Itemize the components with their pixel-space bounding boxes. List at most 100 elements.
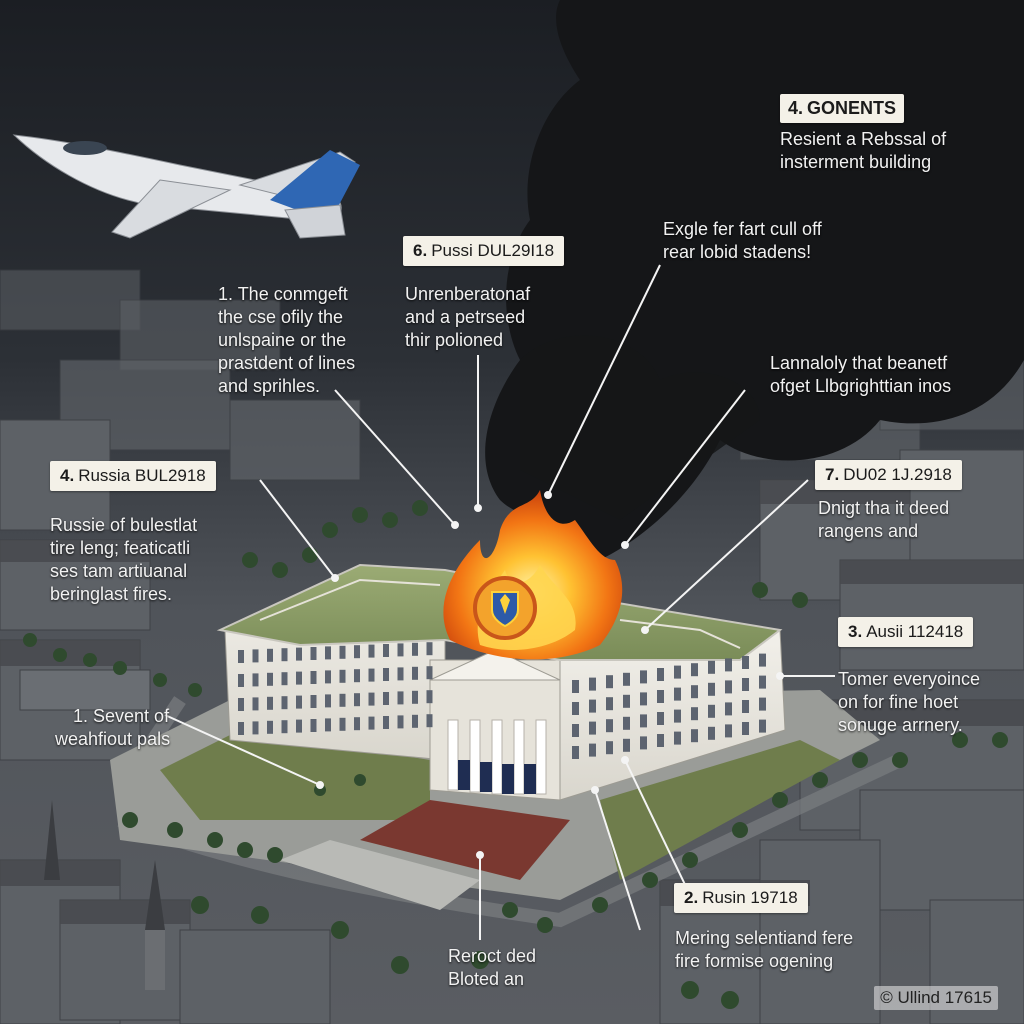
header-subtitle-line: Resient a Rebssal of (780, 129, 947, 149)
window (623, 738, 630, 752)
label-2: 2.Rusin 19718 (674, 883, 808, 913)
note-line: thir polioned (405, 330, 504, 350)
window (238, 650, 244, 663)
window (412, 690, 418, 704)
label-3: 3.Ausii 112418 (838, 617, 974, 647)
note-line: ofget Llbgrighttian inos (770, 376, 952, 396)
window (623, 716, 630, 730)
note-line: Lannaloly that beanetf (770, 353, 948, 373)
window (252, 697, 259, 711)
note-line: Mering selentiand fere (675, 928, 854, 948)
leader-line (334, 389, 456, 526)
window (267, 672, 273, 686)
note-line: 1. Sevent of (73, 706, 170, 726)
window (252, 649, 259, 663)
window (657, 712, 664, 725)
window (426, 714, 433, 728)
label-text: Russia BUL2918 (78, 466, 206, 485)
trees (23, 500, 1008, 1009)
window (759, 719, 766, 733)
window (383, 668, 389, 681)
window (691, 685, 698, 699)
header-number: 4. (788, 98, 804, 118)
window (267, 696, 273, 710)
window (310, 719, 317, 732)
leader-dot (544, 491, 552, 499)
window (310, 695, 317, 708)
window (674, 665, 681, 679)
note-russie: Russie of bulestlat tire leng; featicatl… (50, 514, 197, 606)
window (412, 714, 418, 728)
window (397, 667, 404, 681)
note-line: and sprihles. (218, 376, 321, 396)
label-text: DU02 1J.2918 (843, 465, 952, 484)
window (725, 658, 732, 672)
window (426, 666, 433, 680)
leader-dot (621, 756, 629, 764)
window (426, 690, 433, 704)
note-explode: Exgle fer fart cull off rear lobid stade… (663, 218, 822, 264)
window (623, 694, 630, 708)
window (623, 672, 630, 686)
window (310, 671, 317, 684)
smoke-plume (485, 0, 1024, 560)
window (674, 731, 681, 745)
window (383, 716, 389, 729)
label-text: Pussi DUL29I18 (431, 241, 555, 260)
jet-aircraft-icon (12, 134, 360, 239)
window (742, 700, 749, 713)
window (397, 643, 404, 657)
header-title: GONENTS (807, 98, 897, 118)
leader-dot (621, 541, 629, 549)
window (296, 695, 302, 709)
window (397, 715, 404, 729)
note-line: Tomer everyoince (838, 669, 981, 689)
window (412, 666, 418, 680)
window (640, 692, 647, 706)
window (572, 746, 579, 759)
coat-of-arms-icon (473, 576, 537, 640)
window (657, 690, 664, 703)
window (267, 648, 273, 662)
leader-line (624, 759, 691, 896)
window (383, 692, 389, 705)
church-spire (44, 800, 165, 990)
window (708, 682, 715, 696)
building-windows (238, 642, 766, 759)
window (725, 702, 732, 716)
window (281, 648, 288, 662)
window (310, 647, 317, 660)
window (742, 656, 749, 669)
note-line: beringlast fires. (50, 584, 173, 604)
window (368, 716, 375, 730)
window (759, 675, 766, 689)
window (674, 709, 681, 723)
window (708, 726, 715, 740)
window (674, 687, 681, 701)
leader-line (259, 479, 336, 579)
header-title-box: 4.GONENTS (780, 94, 905, 123)
window (589, 721, 596, 735)
window (368, 668, 375, 682)
note-line: sonuge arrnery. (838, 715, 963, 735)
label-4: 4.Russia BUL2918 (50, 461, 216, 491)
window (339, 717, 346, 731)
window (742, 722, 749, 735)
window (640, 736, 647, 750)
window (725, 724, 732, 738)
note-line: Unrenberatonaf (405, 284, 531, 304)
window (606, 675, 613, 689)
note-line: Exgle fer fart cull off (663, 219, 822, 239)
note-dnigt: Dnigt tha it deed rangens and (818, 497, 949, 543)
note-line: weahfiout pals (55, 729, 171, 749)
note-line: unlspaine or the (218, 330, 347, 350)
leader-line (164, 714, 321, 786)
window (589, 699, 596, 713)
window (296, 647, 302, 661)
window (368, 644, 375, 658)
note-center: Unrenberatonaf and a petrseed thir polio… (405, 283, 530, 352)
window (708, 660, 715, 674)
note-line: on for fine hoet (838, 692, 959, 712)
window (606, 719, 613, 733)
